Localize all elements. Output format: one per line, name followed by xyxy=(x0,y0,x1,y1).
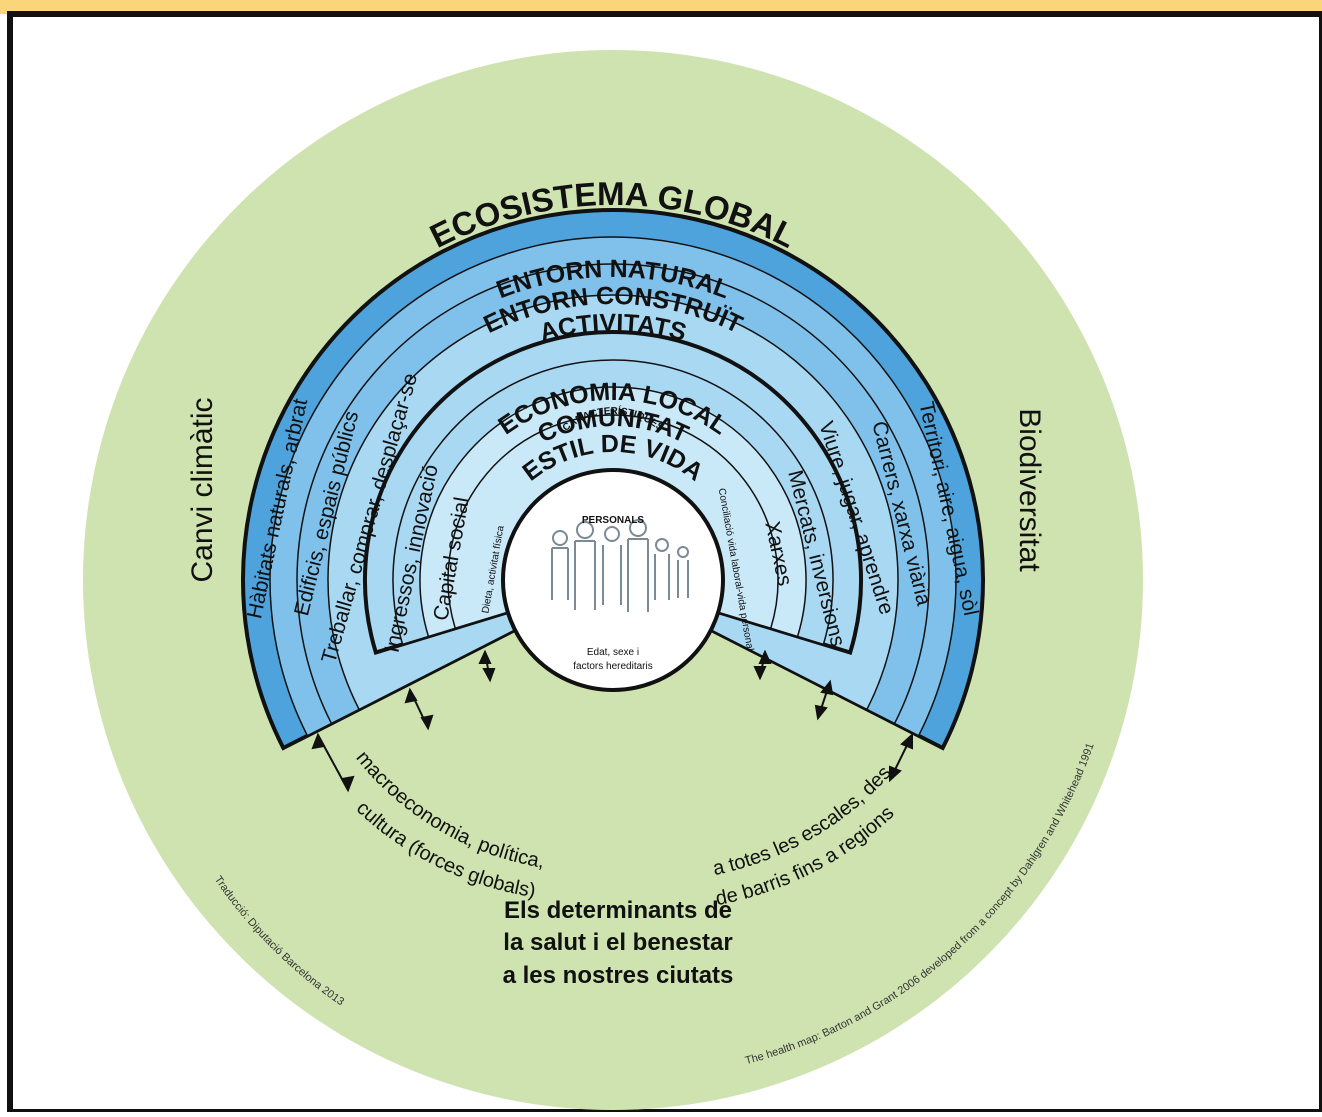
side-label-biodiversitat: Biodiversitat xyxy=(1013,408,1046,572)
caption-line-3: a les nostres ciutats xyxy=(503,962,734,989)
people-icon xyxy=(551,519,689,612)
scale-arrows xyxy=(311,649,913,793)
caption-line-1: Els determinants de xyxy=(504,897,732,924)
center-sub-2: factors hereditaris xyxy=(573,661,652,672)
personal-characteristics-circle xyxy=(501,468,725,692)
center-sub-1: Edat, sexe i xyxy=(587,647,639,658)
center-title-2: PERSONALS xyxy=(582,515,645,526)
top-banner xyxy=(0,0,1322,14)
caption-line-2: la salut i el benestar xyxy=(503,929,732,956)
side-label-canvi-climatic: Canvi climàtic xyxy=(186,397,219,582)
